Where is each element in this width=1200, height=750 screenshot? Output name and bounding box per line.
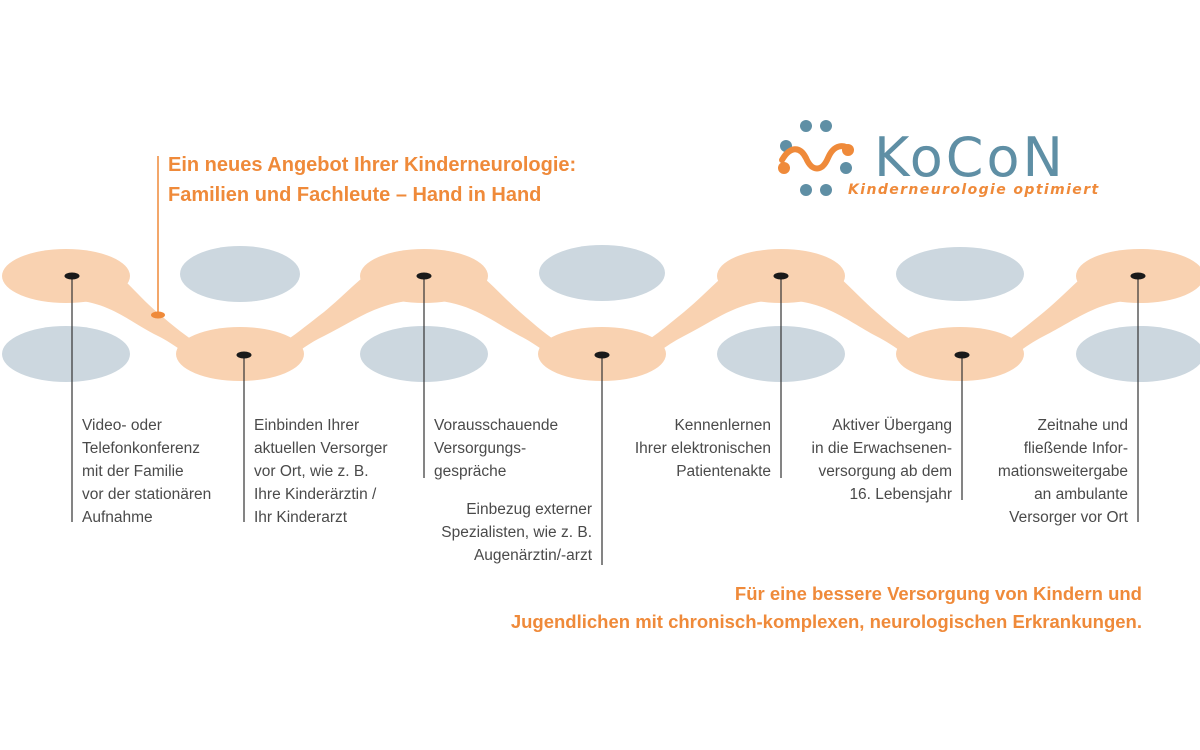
step-care-conversations: Vorausschauende Versorgungs- gespräche [434, 414, 558, 483]
headline-line-2: Familien und Fachleute – Hand in Hand [168, 184, 542, 206]
bubble [2, 326, 130, 382]
step-line: 16. Lebensjahr [849, 486, 952, 503]
node-dot [1130, 272, 1146, 280]
step-line: Vorausschauende [434, 417, 559, 434]
connector-lines [71, 276, 1139, 565]
tagline-line-2: Jugendlichen mit chronisch-komplexen, ne… [510, 611, 1142, 632]
logo-dot [800, 184, 812, 196]
node-dot [416, 272, 432, 280]
bubble [539, 245, 665, 301]
logo-wordmark: KoCoN [874, 126, 1066, 189]
step-electronic-record: Kennenlernen Ihrer elektronischen Patien… [635, 414, 771, 483]
logo-dot [800, 120, 812, 132]
step-line: Versorgungs- [434, 440, 527, 457]
headline-pointer-dot [151, 311, 165, 319]
closing-tagline: Für eine bessere Versorgung von Kindern … [511, 580, 1142, 636]
step-local-providers: Einbinden Ihrer aktuellen Versorger vor … [254, 414, 388, 529]
step-video-conference: Video- oder Telefonkonferenz mit der Fam… [82, 414, 211, 529]
logo-dot [840, 162, 852, 174]
headline-line-1: Ein neues Angebot Ihrer Kinderneurologie… [168, 154, 577, 176]
step-line: gespräche [434, 463, 507, 480]
step-line: vor der stationären [82, 486, 212, 503]
step-line: Aufnahme [82, 509, 153, 526]
bubble [896, 247, 1024, 301]
step-line: Versorger vor Ort [1009, 509, 1128, 526]
step-line: an ambulante [1034, 486, 1128, 503]
step-external-specialists: Einbezug externer Spezialisten, wie z. B… [441, 498, 592, 567]
step-line: Telefonkonferenz [82, 440, 201, 457]
node-dot [236, 351, 252, 359]
node-dot [954, 351, 970, 359]
step-line: Spezialisten, wie z. B. [441, 524, 592, 541]
step-line: versorgung ab dem [818, 463, 952, 480]
step-line: Kennenlernen [674, 417, 771, 434]
logo-dot [820, 184, 832, 196]
step-line: aktuellen Versorger [254, 440, 388, 457]
step-line: Zeitnahe und [1037, 417, 1129, 434]
step-line: Augenärztin/-arzt [473, 547, 592, 564]
step-line: Ihrer elektronischen [634, 440, 771, 457]
step-line: fließende Infor- [1023, 440, 1128, 457]
step-line: in die Erwachsenen- [811, 440, 952, 457]
step-line: Aktiver Übergang [832, 417, 952, 434]
step-line: mit der Familie [82, 463, 184, 480]
logo-dot [820, 120, 832, 132]
node-dot [64, 272, 80, 280]
step-line: vor Ort, wie z. B. [254, 463, 369, 480]
tagline-line-1: Für eine bessere Versorgung von Kindern … [734, 583, 1142, 604]
kocon-logo-mark [778, 120, 854, 196]
logo-tagline: Kinderneurologie optimiert [848, 182, 1100, 198]
step-information-handover: Zeitnahe und fließende Infor- mationswei… [998, 414, 1128, 529]
step-line: Patientenakte [676, 463, 771, 480]
step-line: Video- oder [82, 417, 162, 434]
node-dot [773, 272, 789, 280]
logo-wave [779, 143, 853, 172]
bubble [180, 246, 300, 302]
step-line: Ihr Kinderarzt [254, 509, 348, 526]
step-adult-transition: Aktiver Übergang in die Erwachsenen- ver… [812, 414, 952, 506]
node-dot [594, 351, 610, 359]
step-line: Ihre Kinderärztin / [254, 486, 377, 503]
headline: Ein neues Angebot Ihrer Kinderneurologie… [168, 150, 688, 210]
logo-dot [778, 162, 790, 174]
step-line: Einbinden Ihrer [254, 417, 360, 434]
node-dots [64, 272, 1146, 359]
step-line: mationsweitergabe [997, 463, 1128, 480]
step-line: Einbezug externer [466, 501, 592, 518]
